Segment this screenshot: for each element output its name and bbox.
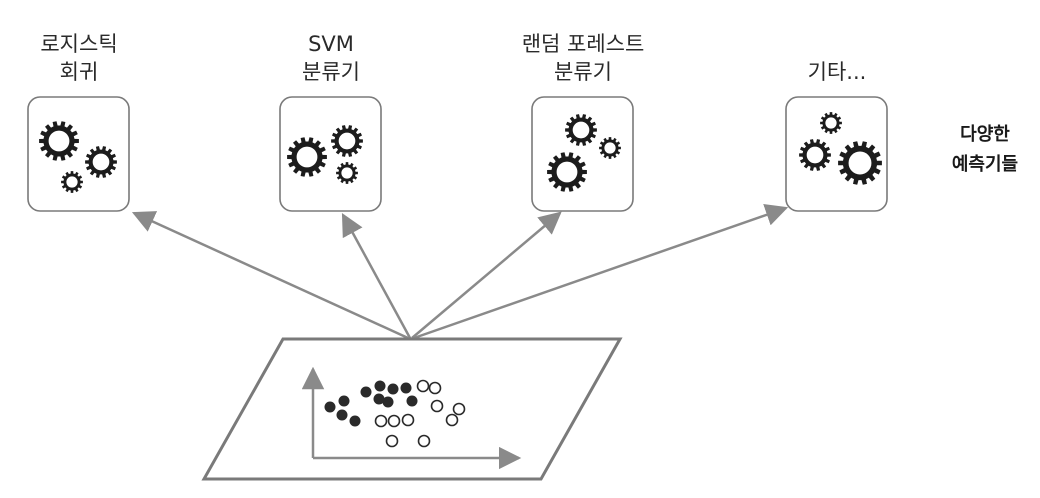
- data-point-filled: [324, 401, 336, 413]
- label-others-line2: 기타...: [807, 60, 867, 84]
- gear-icon: [287, 137, 327, 177]
- arrow-to-random-forest: [411, 211, 562, 339]
- data-point-filled: [336, 409, 348, 421]
- data-point-hollow: [428, 381, 442, 395]
- label-svm-line1: SVM: [308, 32, 354, 56]
- predictor-box-logistic: [27, 96, 130, 212]
- predictor-boxes: [27, 96, 888, 212]
- label-random-forest: 랜덤 포레스트 분류기: [500, 30, 666, 86]
- label-logistic-line2: 회귀: [59, 60, 99, 84]
- gear-icon: [838, 141, 882, 185]
- data-point-hollow: [416, 379, 430, 393]
- data-point-filled: [349, 415, 361, 427]
- data-point-hollow: [385, 434, 399, 448]
- predictor-box-others: [785, 96, 888, 212]
- label-svm-line2: 분류기: [302, 60, 360, 84]
- label-random-forest-line1: 랜덤 포레스트: [521, 32, 645, 56]
- data-point-filled: [338, 395, 350, 407]
- label-others-line1: [776, 30, 898, 58]
- data-point-filled: [400, 382, 412, 394]
- gear-icon: [599, 137, 621, 159]
- data-point-filled: [360, 386, 372, 398]
- arrows: [131, 204, 789, 340]
- data-point-hollow: [387, 414, 401, 428]
- scatter-plot-icon: [301, 366, 522, 470]
- gear-icon: [85, 146, 117, 178]
- arrow-to-others: [413, 204, 789, 340]
- gear-icon: [565, 114, 597, 146]
- gear-icon: [799, 139, 831, 171]
- arrow-to-logistic: [131, 211, 409, 340]
- data-point-hollow: [401, 413, 415, 427]
- label-svm: SVM 분류기: [270, 30, 392, 86]
- side-label: 다양한 예측기들: [940, 120, 1030, 180]
- data-point-hollow: [445, 413, 459, 427]
- data-point-filled: [406, 395, 418, 407]
- data-point-filled: [374, 380, 386, 392]
- gear-icon: [39, 121, 79, 161]
- label-others: 기타...: [776, 30, 898, 86]
- gear-icon: [820, 112, 842, 134]
- data-point-hollow: [452, 402, 466, 416]
- predictor-box-svm: [279, 96, 382, 212]
- data-point-filled: [373, 393, 385, 405]
- side-label-line2: 예측기들: [951, 154, 1019, 175]
- label-logistic: 로지스틱 회귀: [18, 30, 140, 86]
- data-point-hollow: [374, 414, 388, 428]
- arrow-to-svm: [341, 213, 412, 339]
- label-random-forest-line2: 분류기: [554, 60, 612, 84]
- data-point-hollow: [430, 399, 444, 413]
- gear-icon: [336, 162, 358, 184]
- side-label-line1: 다양한: [960, 124, 1010, 145]
- gear-icon: [331, 125, 363, 157]
- gear-icons: [39, 112, 882, 193]
- gear-icon: [61, 171, 83, 193]
- training-set: [201, 337, 623, 481]
- data-point-filled: [387, 383, 399, 395]
- scatter-points: [324, 379, 466, 448]
- label-logistic-line1: 로지스틱: [40, 32, 118, 56]
- data-point-filled: [382, 396, 394, 408]
- gear-icon: [547, 152, 587, 192]
- data-point-hollow: [417, 434, 431, 448]
